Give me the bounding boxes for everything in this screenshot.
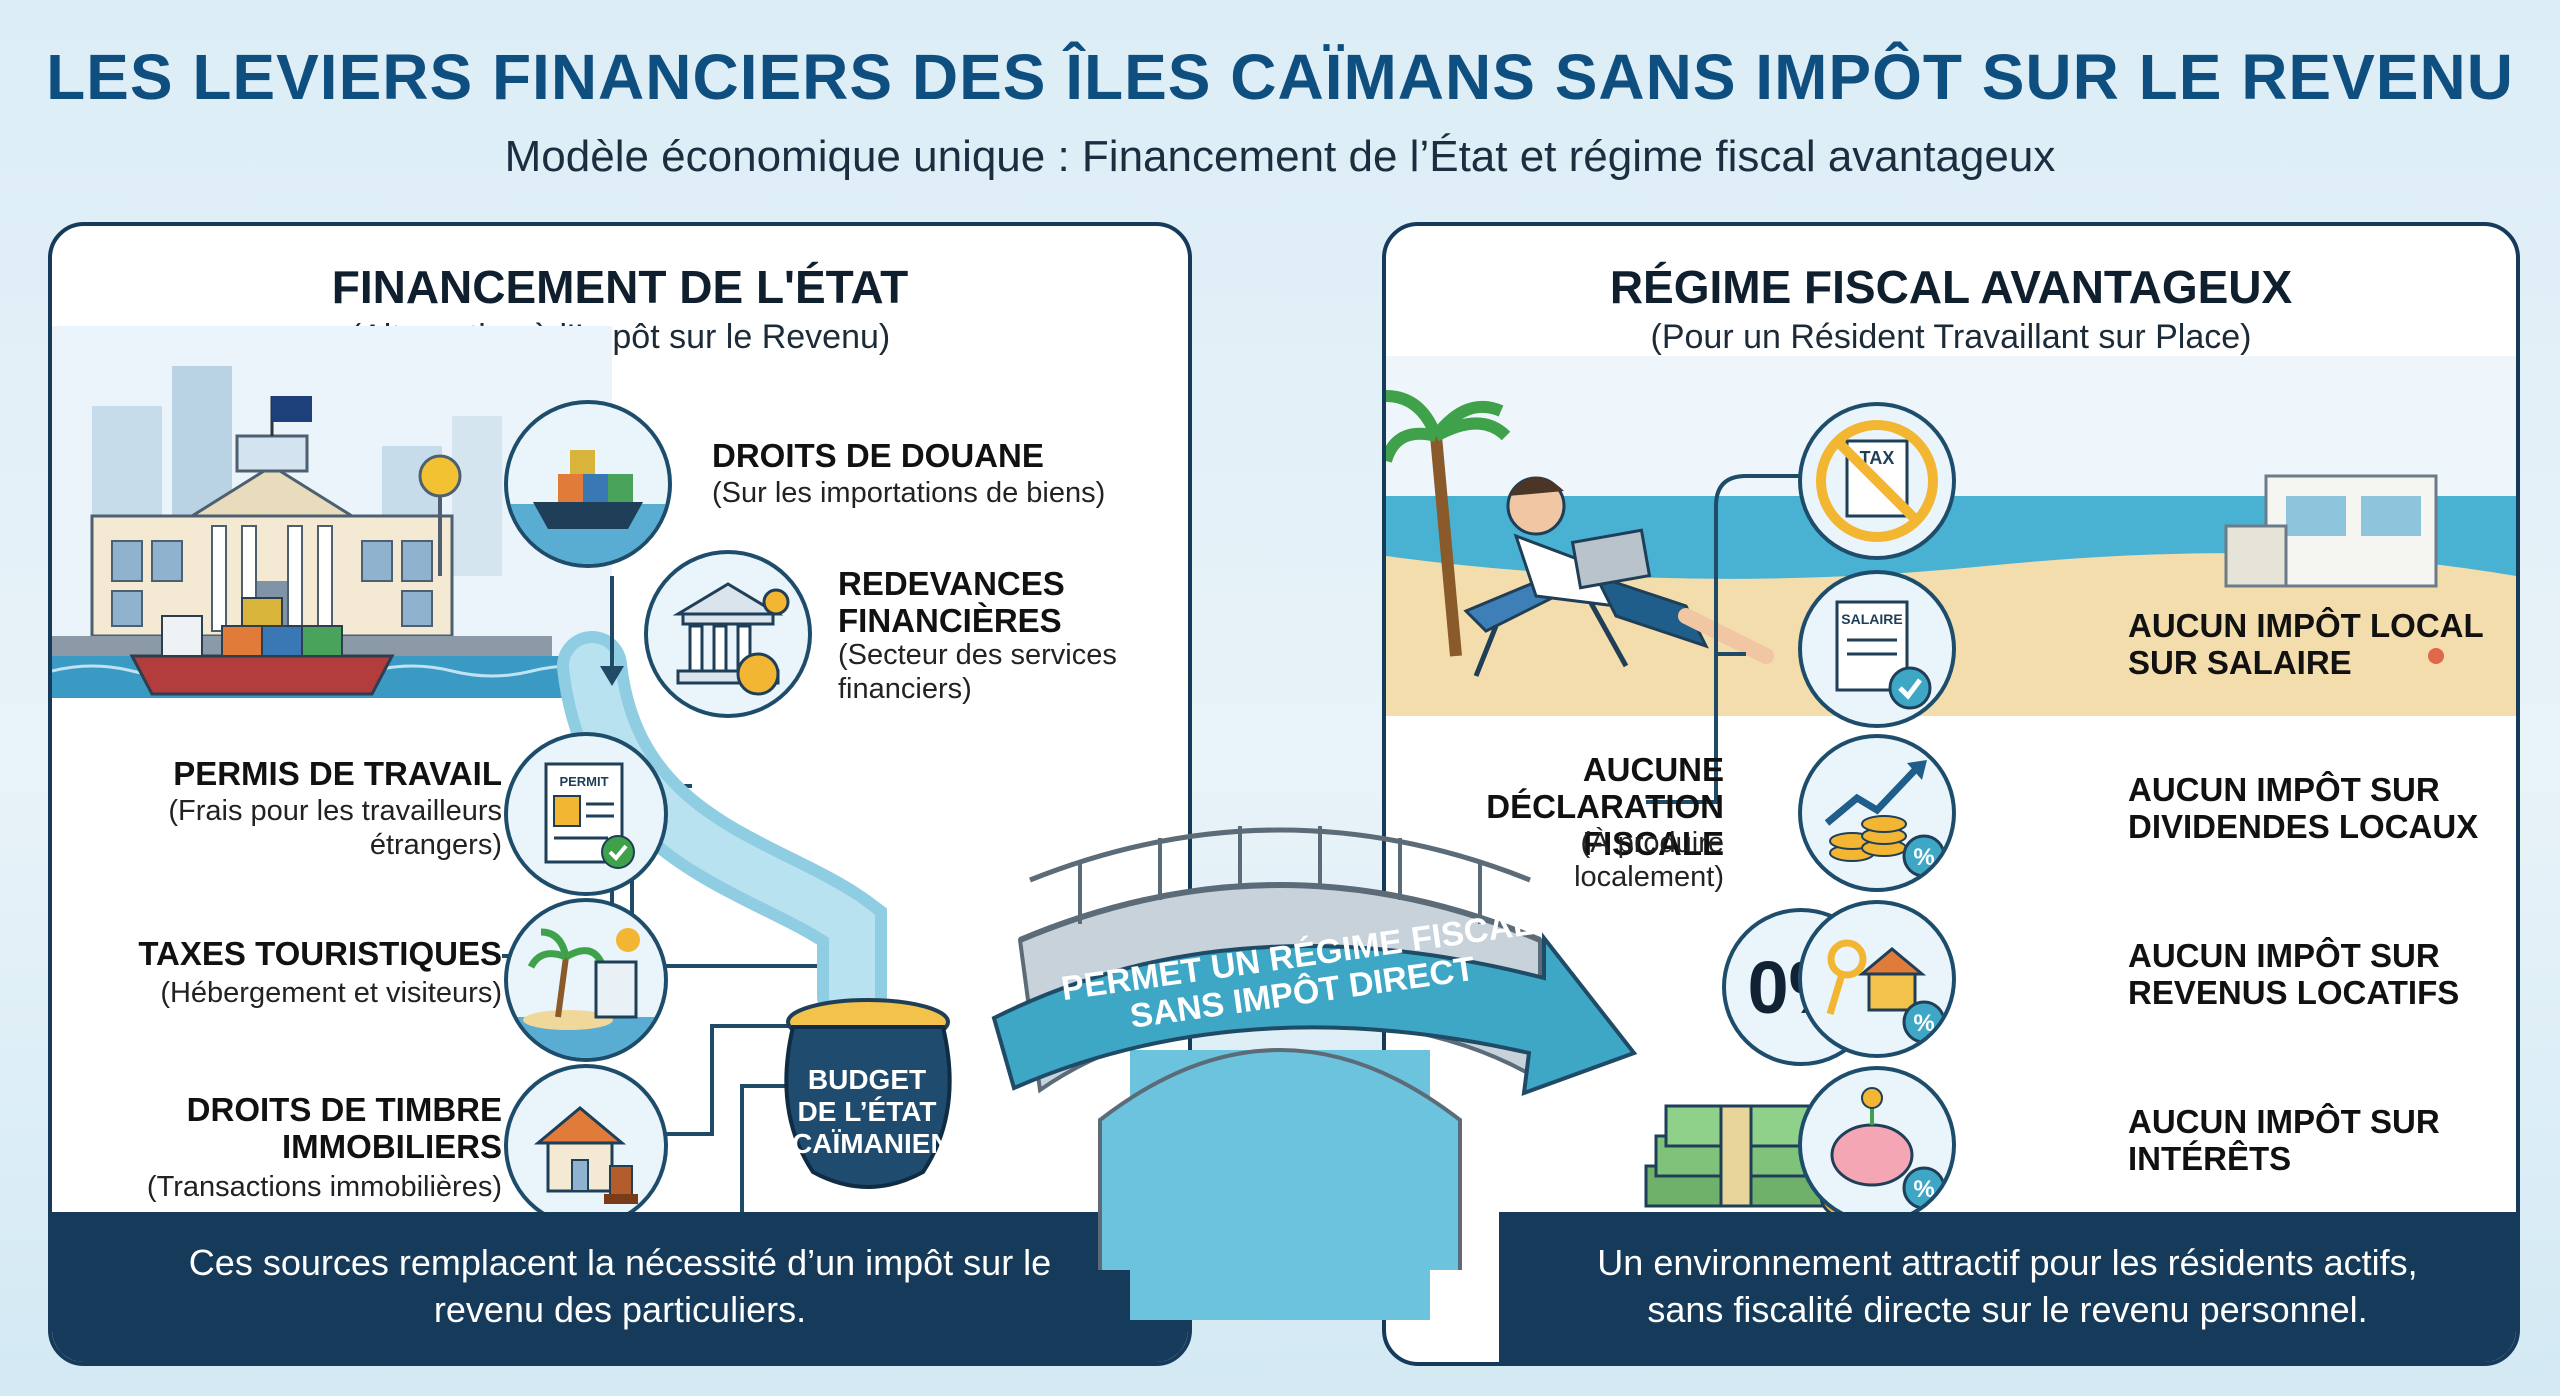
- declaration-title: AUCUNE DÉCLARATION FISCALE: [1486, 751, 1724, 862]
- page-title: LES LEVIERS FINANCIERS DES ÎLES CAÏMANS …: [46, 41, 2514, 113]
- financial-bank-icon: [644, 550, 812, 718]
- rental-percent: %: [1913, 1010, 1934, 1037]
- interest-piggy-icon: %: [1798, 1066, 1956, 1224]
- right-connector: [1646, 474, 1802, 804]
- left-panel: FINANCEMENT DE L'ÉTAT (Alternative à l’I…: [48, 222, 1192, 1366]
- right-footer: Un environnement attractif pour les rési…: [1499, 1212, 2516, 1362]
- item-financial-desc: (Secteur des services financiers): [838, 639, 1117, 706]
- item-dividends-title: AUCUN IMPÔT SUR DIVIDENDES LOCAUX: [2128, 771, 2479, 845]
- item-customs-desc: (Sur les importations de biens): [712, 477, 1106, 509]
- item-permit-title: PERMIS DE TRAVAIL: [173, 755, 502, 792]
- interest-percent: %: [1913, 1176, 1934, 1203]
- work-permit-icon: PERMIT: [504, 732, 668, 896]
- salary-icon: SALAIRE: [1798, 570, 1956, 728]
- bridge-arrow: [991, 932, 1638, 1096]
- item-tourism-title: TAXES TOURISTIQUES: [138, 935, 502, 972]
- customs-ship-icon: [504, 400, 672, 568]
- salary-text: SALAIRE: [1841, 611, 1902, 627]
- item-tourism-desc: (Hébergement et visiteurs): [160, 977, 502, 1009]
- item-customs-title: DROITS DE DOUANE: [712, 437, 1044, 474]
- tax-text: TAX: [1860, 448, 1895, 468]
- permit-text: PERMIT: [559, 774, 608, 789]
- left-panel-title: FINANCEMENT DE L'ÉTAT: [331, 261, 909, 313]
- no-tax-icon: TAX: [1798, 402, 1956, 560]
- real-estate-house-icon: [504, 1064, 668, 1228]
- item-stamp-title: DROITS DE TIMBRE IMMOBILIERS: [186, 1091, 502, 1165]
- right-panel: RÉGIME FISCAL AVANTAGEUX (Pour un Réside…: [1382, 222, 2520, 1366]
- dividends-chart-icon: %: [1798, 734, 1956, 892]
- item-rental-title: AUCUN IMPÔT SUR REVENUS LOCATIFS: [2128, 937, 2460, 1011]
- item-interest-title: AUCUN IMPÔT SUR INTÉRÊTS: [2128, 1103, 2440, 1177]
- item-stamp-desc: (Transactions immobilières): [146, 1171, 502, 1203]
- budget-pot-icon: [784, 998, 952, 1189]
- rental-key-house-icon: %: [1798, 900, 1956, 1058]
- right-panel-title: RÉGIME FISCAL AVANTAGEUX: [1609, 261, 2293, 313]
- right-panel-subtitle: (Pour un Résident Travaillant sur Place): [1650, 318, 2252, 356]
- item-salary-title: AUCUN IMPÔT LOCAL SUR SALAIRE: [2128, 607, 2484, 681]
- left-footer-text: Ces sources remplacent la nécessité d’un…: [188, 1242, 1052, 1330]
- item-financial-title: REDEVANCES FINANCIÈRES: [838, 565, 1065, 639]
- left-footer: Ces sources remplacent la nécessité d’un…: [52, 1212, 1188, 1362]
- declaration-desc: (À produire localement): [1574, 827, 1724, 894]
- budget-label: BUDGET DE L’ÉTAT CAÏMANIEN: [792, 1064, 951, 1160]
- tourism-palm-icon: [504, 898, 668, 1062]
- dividends-percent: %: [1913, 844, 1934, 871]
- right-footer-text: Un environnement attractif pour les rési…: [1597, 1242, 2418, 1330]
- page-subtitle: Modèle économique unique : Financement d…: [504, 132, 2056, 181]
- item-permit-desc: (Frais pour les travailleurs étrangers): [168, 795, 502, 862]
